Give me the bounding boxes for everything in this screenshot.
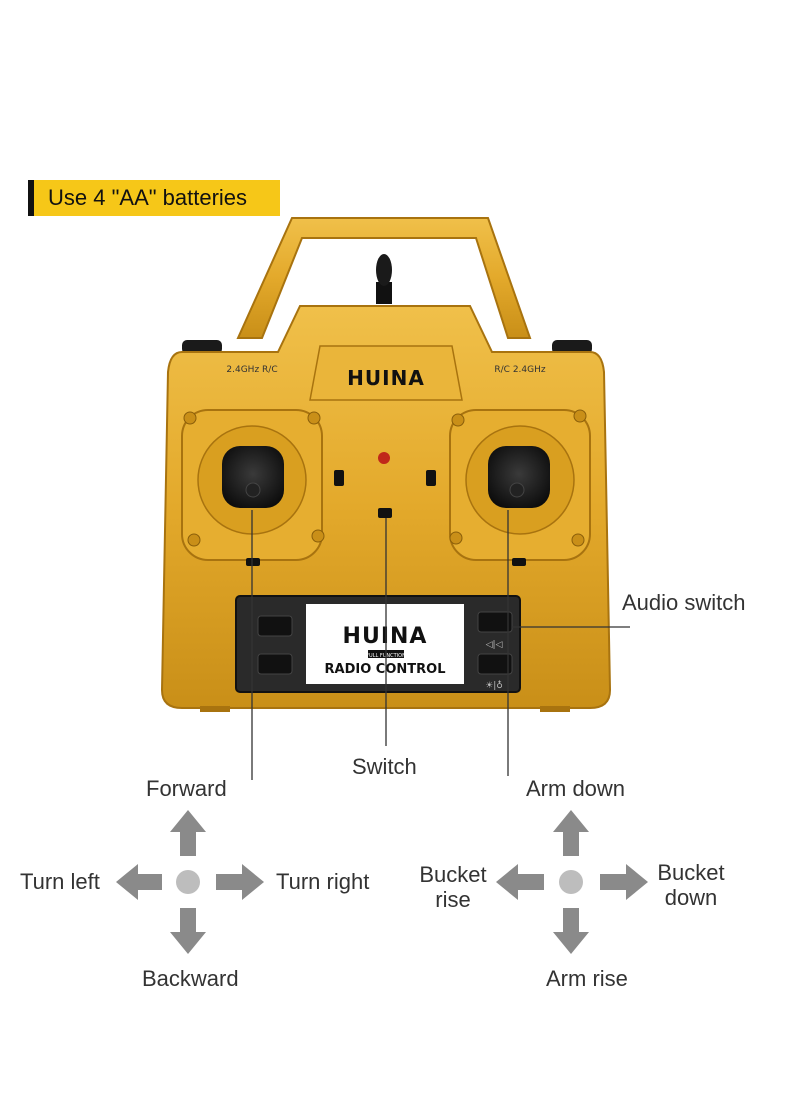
right-trim-switch	[426, 470, 436, 486]
bucket-rise-line1: Bucket	[419, 862, 487, 887]
audio-switch-label: Audio switch	[622, 590, 746, 615]
backward-arrow-icon	[170, 908, 206, 954]
right-direction-pad	[496, 810, 648, 954]
left-shoulder-button	[182, 340, 222, 354]
audio-switch-button	[477, 611, 513, 633]
bucket-down-arrow-icon	[600, 864, 648, 900]
antenna	[376, 254, 392, 304]
left-joystick	[222, 446, 284, 508]
bucket-down-line2: down	[664, 885, 718, 911]
right-joystick	[488, 446, 550, 508]
light-switch-button	[477, 653, 513, 675]
brand-logo: HUINA	[347, 366, 425, 390]
carry-handle	[236, 217, 532, 339]
top-nameplate	[309, 345, 463, 401]
panel-button-top-left	[257, 615, 293, 637]
battery-banner: Use 4 "AA" batteries	[28, 180, 280, 216]
arm-down-arrow-icon	[553, 810, 589, 856]
backward-label: Backward	[142, 966, 239, 991]
bucket-down-line1: Bucket	[657, 860, 725, 885]
bucket-rise-arrow-icon	[496, 864, 544, 900]
panel-button-bottom-left	[257, 653, 293, 675]
panel-label-card	[306, 604, 464, 684]
forward-label: Forward	[146, 776, 227, 801]
power-switch	[378, 508, 392, 518]
arm-rise-arrow-icon	[553, 908, 589, 954]
bucket-rise-label: Bucket rise	[412, 862, 494, 913]
arm-down-label: Arm down	[526, 776, 626, 801]
left-direction-pad	[116, 810, 264, 954]
right-shoulder-button	[552, 340, 592, 354]
left-frequency-badge: 2.4GHz R/C	[226, 365, 277, 375]
panel-brand-logo: HUINA	[343, 624, 428, 649]
left-trim-switch	[334, 470, 344, 486]
turn-left-label: Turn left	[20, 869, 100, 894]
right-frequency-badge: R/C 2.4GHz	[494, 365, 545, 375]
switch-label: Switch	[352, 754, 417, 779]
speaker-icon: ◁|◁	[486, 640, 503, 650]
arm-rise-label: Arm rise	[546, 966, 628, 991]
banner-accent-bar	[28, 180, 34, 216]
bucket-down-label: Bucket down	[650, 860, 732, 911]
turn-right-label: Turn right	[276, 869, 370, 894]
bucket-rise-line2: rise	[435, 887, 471, 913]
bulb-icon: ☀|♁	[485, 680, 503, 691]
power-led	[378, 452, 390, 464]
banner-text: Use 4 "AA" batteries	[48, 185, 248, 210]
turn-left-arrow-icon	[116, 864, 162, 900]
forward-arrow-icon	[170, 810, 206, 856]
turn-right-arrow-icon	[216, 864, 264, 900]
panel-title: RADIO CONTROL	[325, 662, 446, 677]
